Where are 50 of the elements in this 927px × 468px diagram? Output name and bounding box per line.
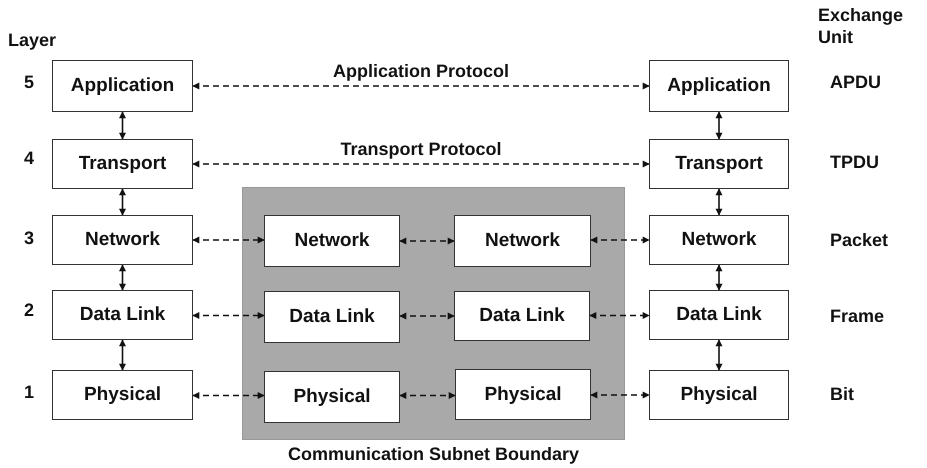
unit-header: Exchange Unit bbox=[818, 4, 904, 48]
layer-box: Data Link bbox=[454, 291, 590, 341]
arrow bbox=[716, 188, 722, 216]
layer-number: 1 bbox=[24, 382, 34, 403]
exchange-unit: Frame bbox=[830, 306, 884, 327]
arrow bbox=[716, 339, 722, 371]
dashed-arrow bbox=[590, 236, 650, 244]
dashed-arrow bbox=[192, 236, 265, 244]
boundary-label: Communication Subnet Boundary bbox=[288, 444, 579, 465]
layer-box: Network bbox=[52, 215, 193, 265]
arrow bbox=[119, 264, 126, 291]
exchange-unit: Bit bbox=[830, 384, 854, 405]
layer-box: Physical bbox=[649, 370, 789, 420]
layer-box: Application bbox=[649, 60, 789, 112]
layer-box: Physical bbox=[264, 371, 400, 423]
edge-label: Transport Protocol bbox=[340, 139, 502, 160]
layer-box: Data Link bbox=[52, 290, 193, 340]
arrow bbox=[119, 188, 126, 216]
arrow bbox=[119, 339, 126, 371]
layer-box: Network bbox=[454, 215, 591, 267]
layer-number: 3 bbox=[24, 228, 34, 249]
layer-number: 2 bbox=[24, 300, 34, 321]
arrow bbox=[119, 111, 126, 140]
layer-box: Application bbox=[52, 60, 193, 112]
dashed-arrow bbox=[399, 312, 455, 320]
layer-box: Data Link bbox=[649, 290, 789, 340]
layer-box: Transport bbox=[649, 139, 789, 189]
layer-box: Physical bbox=[52, 370, 193, 420]
layer-box: Transport bbox=[52, 139, 193, 189]
layer-number: 5 bbox=[24, 72, 34, 93]
dashed-arrow bbox=[590, 392, 650, 398]
layer-number: 4 bbox=[24, 148, 34, 169]
dashed-arrow bbox=[192, 392, 265, 399]
dashed-arrow bbox=[192, 82, 650, 90]
exchange-unit: TPDU bbox=[830, 152, 879, 173]
layer-header: Layer bbox=[8, 30, 56, 51]
dashed-arrow bbox=[589, 312, 650, 319]
arrow bbox=[716, 111, 722, 140]
edge-label: Application Protocol bbox=[333, 61, 509, 82]
layer-box: Network bbox=[649, 215, 789, 265]
arrow bbox=[716, 264, 722, 291]
dashed-arrow bbox=[192, 312, 265, 319]
dashed-arrow bbox=[399, 392, 456, 399]
exchange-unit: Packet bbox=[830, 230, 888, 251]
layer-box: Physical bbox=[455, 369, 591, 420]
layer-box: Network bbox=[264, 215, 400, 267]
exchange-unit: APDU bbox=[830, 72, 882, 93]
dashed-arrow bbox=[399, 238, 455, 244]
layer-box: Data Link bbox=[264, 291, 400, 343]
dashed-arrow bbox=[192, 160, 650, 168]
